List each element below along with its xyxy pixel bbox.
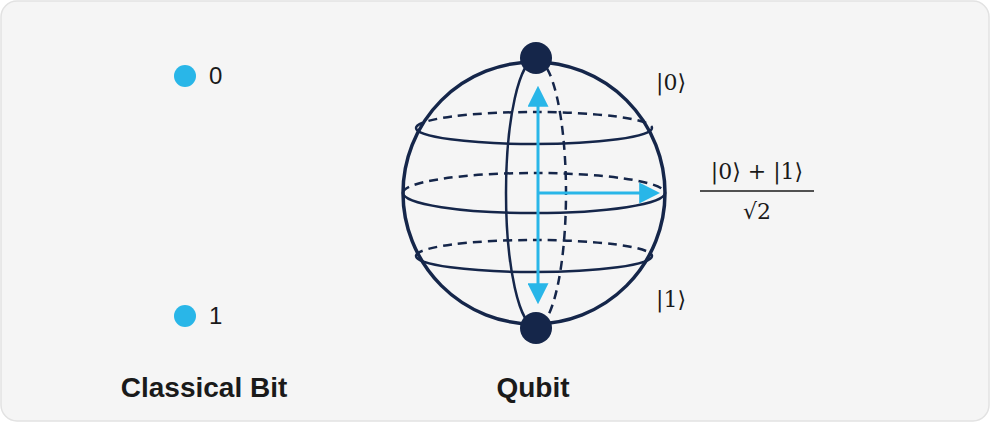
pole-dot <box>520 312 552 344</box>
caption-label: Classical Bit <box>121 374 288 402</box>
fraction-bar <box>700 190 814 192</box>
bit-dot <box>174 305 196 327</box>
state-vectors <box>538 90 656 300</box>
caption-label: Qubit <box>496 374 569 402</box>
ket-label: |1⟩ <box>656 289 686 311</box>
bit-dot <box>174 65 196 87</box>
ket-label: √2 <box>743 201 771 223</box>
bit-value: 0 <box>209 64 222 88</box>
ket-label: |0⟩ + |1⟩ <box>711 161 803 183</box>
pole-dot <box>520 42 552 74</box>
ket-label: |0⟩ <box>656 72 686 94</box>
bloch-sphere <box>403 59 665 327</box>
bit-value: 1 <box>209 304 222 328</box>
